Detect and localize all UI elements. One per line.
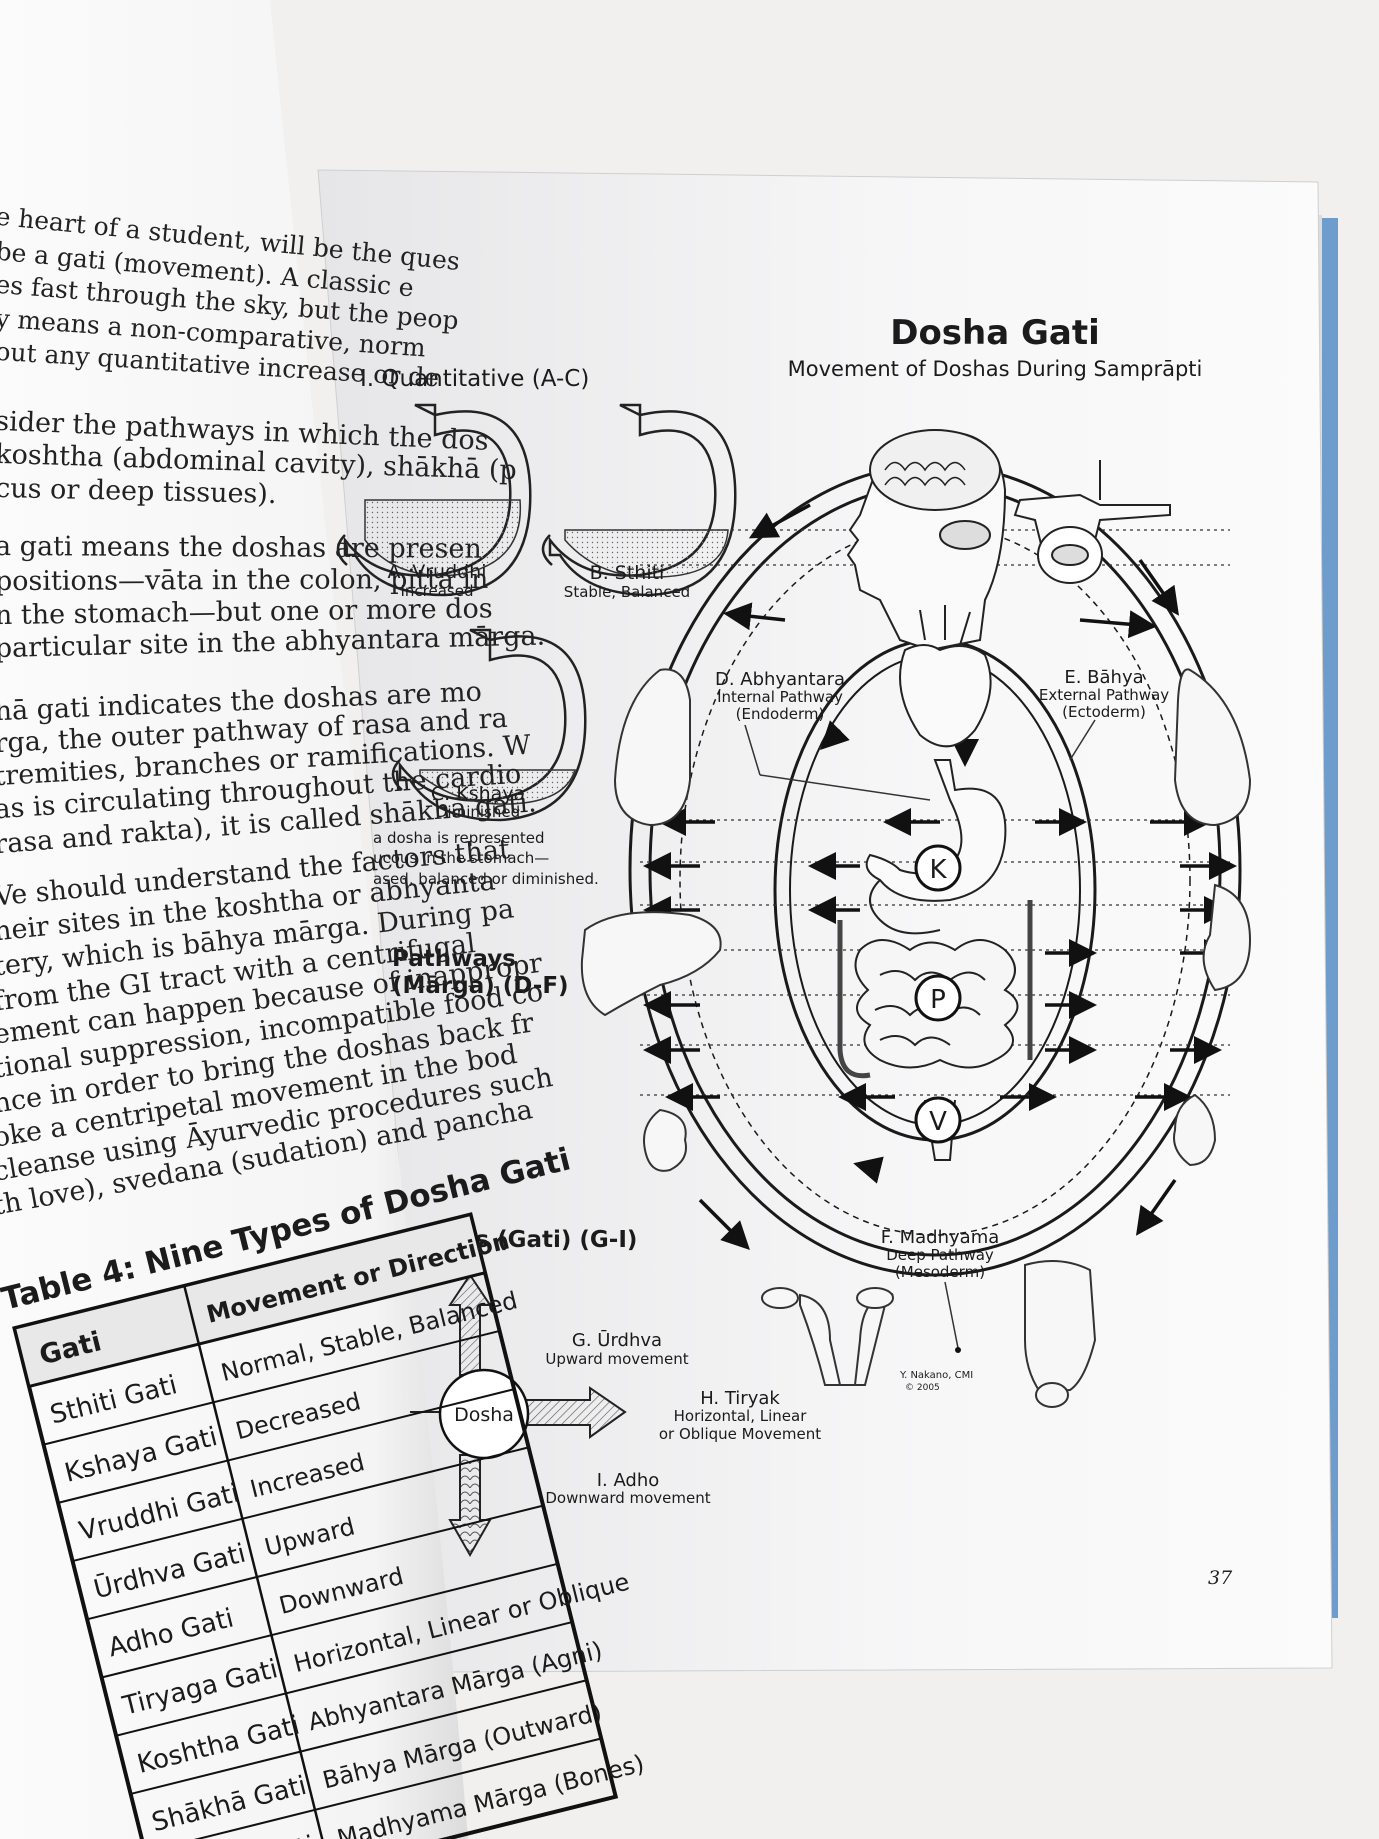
section-quantitative: I. Quantitative (A-C) [360, 366, 589, 392]
pathway-d-sub1: Internal Pathway [717, 688, 843, 706]
table-row-divider [130, 1679, 587, 1795]
table-row-divider [144, 1737, 602, 1839]
dosha-circle-p: P [914, 974, 962, 1022]
pathway-f-sub2: (Mesoderm) [895, 1263, 985, 1281]
diagram-title: Dosha Gati [890, 313, 1100, 353]
stomach-note-line1: a dosha is represented [373, 829, 545, 847]
head-illustration [846, 429, 1007, 652]
left-page-line: cus or deep tissues). [0, 473, 277, 510]
left-page-line: positions—vāta in the colon, pitta in [0, 564, 488, 597]
page-number: 37 [1208, 1567, 1233, 1589]
stomach-c-sub: Diminished [436, 803, 520, 821]
pathway-f-label: F. Madhyama [881, 1227, 1000, 1248]
vector-h-sub2: or Oblique Movement [659, 1425, 821, 1443]
vector-g-label: G. Ūrdhva [572, 1329, 662, 1351]
vector-i-label: I. Adho [597, 1470, 660, 1491]
svg-text:K: K [929, 855, 947, 885]
svg-text:V: V [929, 1107, 947, 1137]
table-row-divider [86, 1504, 544, 1621]
vector-i-sub: Downward movement [545, 1489, 710, 1507]
table-row-divider [115, 1621, 573, 1737]
illustrator-year: © 2005 [905, 1383, 940, 1393]
reproductive-organ-outlines [761, 1260, 1097, 1408]
dosha-center-label: Dosha [454, 1404, 514, 1426]
dosha-gati-diagram: Dosha Gati Movement of Doshas During Sam… [336, 313, 1252, 1589]
stomach-b-label: B. Sthiti [590, 562, 665, 584]
dosha-circle-k: K [914, 844, 962, 892]
stomach-b-sub: Stable, Balanced [564, 583, 690, 601]
vector-h-label: H. Tiryak [700, 1388, 780, 1409]
table-row-divider [57, 1388, 515, 1504]
organ-outlines [580, 668, 1252, 1172]
stomach-a-illustration [336, 403, 532, 597]
section-pathways-line2: (Mārga) (D-F) [392, 973, 569, 999]
illustrator-signature: Y. Nakano, CMI [899, 1370, 973, 1381]
vertebra-illustration [1013, 460, 1171, 584]
pathway-e-sub2: (Ectoderm) [1062, 703, 1146, 721]
vector-arrows-illustration [410, 1273, 627, 1558]
heart-illustration [899, 605, 992, 748]
table-row-divider [72, 1446, 529, 1563]
pathway-e-sub1: External Pathway [1039, 686, 1169, 704]
table-row-divider [101, 1562, 558, 1679]
left-page-body-text: e heart of a student, will be the quesbe… [0, 202, 555, 1222]
stomach-c-illustration [391, 628, 587, 822]
table-row-divider [159, 1795, 616, 1839]
left-page-line: n the stomach—but one or more dos [0, 593, 493, 631]
stomach-b-illustration [541, 403, 737, 597]
stomach-note-line2: ucous in the stomach— [373, 849, 549, 867]
stomach-note-line3: ased, balanced or diminished. [373, 870, 599, 888]
stomach-a-sub: Increased [400, 582, 473, 600]
stomach-c-label: C. Kshaya [431, 783, 525, 805]
pathway-d-sub2: (Endoderm) [736, 705, 825, 723]
vector-g-sub: Upward movement [545, 1350, 688, 1368]
pathway-d-label: D. Abhyantara [715, 669, 845, 690]
table-row-divider [43, 1329, 500, 1446]
vector-h-sub1: Horizontal, Linear [674, 1407, 808, 1425]
pathway-f-sub1: Deep Pathway [886, 1246, 994, 1264]
svg-text:P: P [930, 985, 946, 1015]
left-page-line: a gati means the doshas are presen [0, 531, 482, 565]
stomach-a-label: A. Vruddhi [387, 561, 486, 583]
diagram-subtitle: Movement of Doshas During Samprāpti [788, 357, 1203, 381]
dosha-circle-v: V [914, 1096, 962, 1144]
left-page [0, 0, 468, 1839]
section-pathways-line1: Pathways [392, 946, 516, 972]
pathway-e-label: E. Bāhya [1064, 667, 1143, 688]
